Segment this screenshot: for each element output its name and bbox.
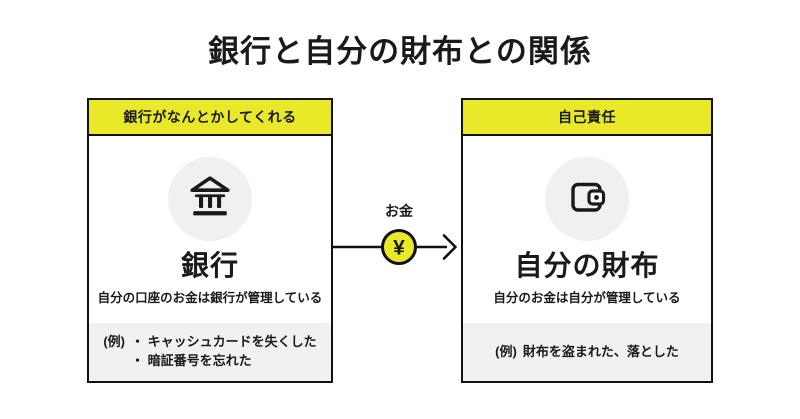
page-title: 銀行と自分の財布との関係: [208, 34, 592, 69]
wallet-card: 自己責任 自分の財布 自分のお金は自分が管理している (例) 財布を盗まれた、落…: [461, 98, 713, 383]
bank-icon-circle: [168, 157, 252, 241]
wallet-card-name: 自分の財布: [514, 250, 660, 281]
yen-circle: [381, 229, 417, 265]
bank-card-header: 銀行がなんとかしてくれる: [89, 100, 331, 136]
money-flow-label: お金: [385, 203, 413, 219]
bank-card-subtitle: 自分の口座のお金は銀行が管理している: [97, 291, 323, 305]
bank-card-body: 銀行 自分の口座のお金は銀行が管理している: [89, 136, 331, 323]
bank-card-footer: (例) ・ キャッシュカードを失くした ・ 暗証番号を忘れた: [89, 323, 331, 381]
wallet-icon: [565, 175, 609, 224]
yen-icon: ¥: [393, 237, 405, 260]
bank-card: 銀行がなんとかしてくれる 銀行 自分の口座のお金は銀行が管理している: [87, 98, 333, 383]
bank-icon: [189, 175, 231, 224]
wallet-example-line: 財布を盗まれた、落とした: [522, 343, 679, 359]
wallet-example-prefix: (例): [495, 343, 517, 359]
wallet-icon-circle: [545, 157, 629, 241]
bank-example-prefix: (例): [103, 334, 126, 350]
bank-example-line: ・ キャッシュカードを失くした: [131, 334, 317, 350]
wallet-card-body: 自分の財布 自分のお金は自分が管理している: [463, 136, 711, 323]
bank-card-name: 銀行: [180, 250, 239, 281]
wallet-card-header: 自己責任: [463, 100, 711, 136]
wallet-card-footer: (例) 財布を盗まれた、落とした: [463, 323, 711, 381]
wallet-card-subtitle: 自分のお金は自分が管理している: [493, 291, 681, 305]
money-flow-arrow: ¥: [333, 226, 461, 268]
arrowhead-icon: [442, 234, 457, 260]
bank-example-line: ・ 暗証番号を忘れた: [131, 353, 252, 368]
